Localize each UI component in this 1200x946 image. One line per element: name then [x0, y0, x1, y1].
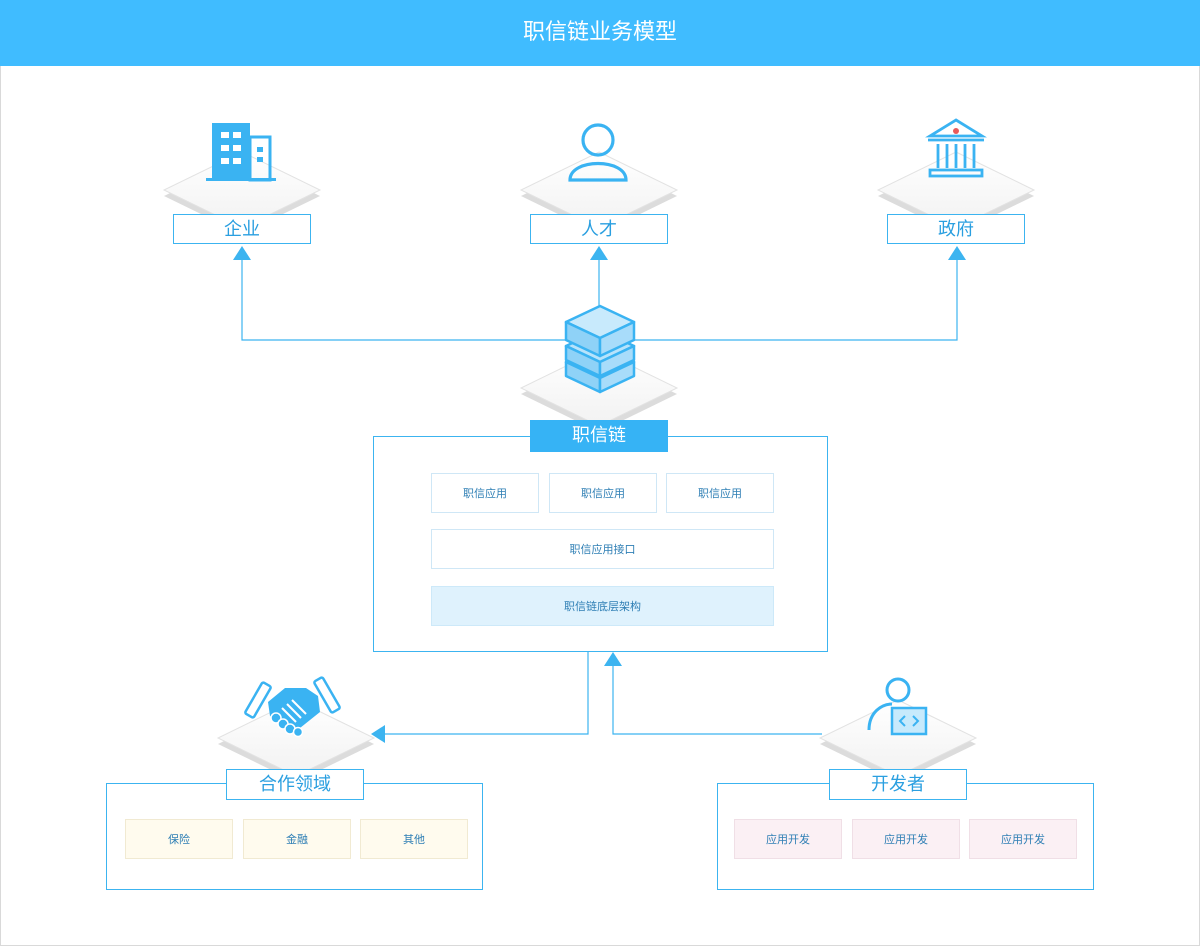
top-arrowheads [233, 246, 966, 260]
chain-base-architecture: 职信链底层架构 [431, 586, 774, 626]
layers-icon [564, 304, 636, 394]
government-icon [925, 118, 987, 178]
developer-platform [818, 699, 978, 782]
chain-platform [519, 349, 679, 432]
chain-api: 职信应用接口 [431, 529, 774, 569]
developer-icon [867, 677, 928, 736]
enterprise-label: 企业 [173, 214, 311, 244]
developer-title: 开发者 [829, 769, 967, 800]
developer-item: 应用开发 [969, 819, 1077, 859]
chain-panel: 职信应用 职信应用 职信应用 职信应用接口 职信链底层架构 [373, 436, 828, 652]
chain-app-3: 职信应用 [666, 473, 774, 513]
chain-title: 职信链 [530, 420, 668, 452]
cooperation-item: 保险 [125, 819, 233, 859]
handshake-icon [244, 676, 341, 738]
cooperation-panel: 保险 金融 其他 [106, 783, 483, 890]
developer-item: 应用开发 [734, 819, 842, 859]
developer-item: 应用开发 [852, 819, 960, 859]
page-title: 职信链业务模型 [0, 0, 1200, 66]
cooperation-platform [216, 699, 376, 782]
bottom-arrowheads [371, 652, 622, 743]
cooperation-item: 其他 [360, 819, 468, 859]
cooperation-item: 金融 [243, 819, 351, 859]
chain-app-1: 职信应用 [431, 473, 539, 513]
bottom-connectors [384, 652, 822, 735]
chain-app-2: 职信应用 [549, 473, 657, 513]
top-connectors [241, 258, 958, 341]
building-icon [206, 123, 276, 182]
government-label: 政府 [887, 214, 1025, 244]
talent-label: 人才 [530, 214, 668, 244]
cooperation-title: 合作领域 [226, 769, 364, 800]
person-icon [568, 123, 628, 182]
